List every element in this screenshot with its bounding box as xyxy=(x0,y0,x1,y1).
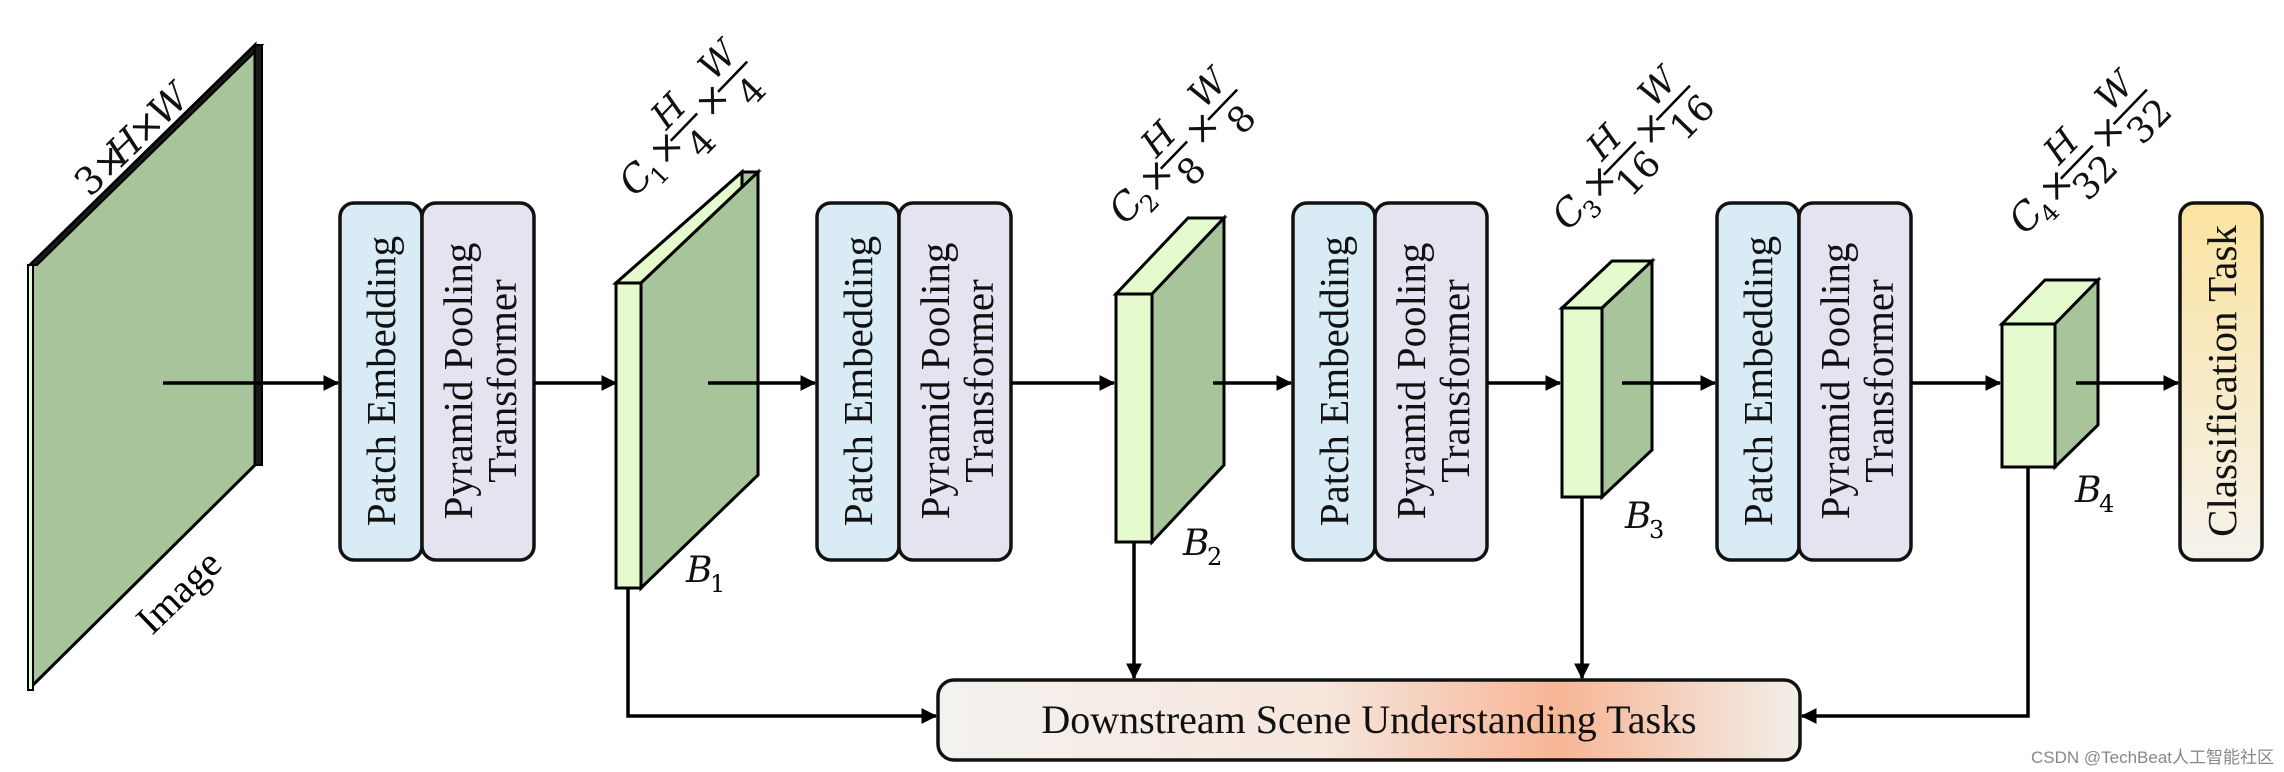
svg-text:4: 4 xyxy=(2099,490,2114,518)
b1-dims: C 1 × H 4 × W 4 xyxy=(610,31,775,204)
feature-block-b4 xyxy=(1998,276,2102,471)
patch-embedding-text-1: Patch Embedding xyxy=(358,236,404,526)
feature-block-b3 xyxy=(1558,257,1656,501)
svg-text:1: 1 xyxy=(710,570,725,598)
svg-text:B: B xyxy=(2074,470,2101,511)
patch-embedding-text-4: Patch Embedding xyxy=(1735,236,1781,526)
ppt-text-2a: Pyramid Pooling xyxy=(912,243,958,520)
ppt-text-1b: Transformer xyxy=(479,279,525,483)
svg-text:4: 4 xyxy=(729,70,774,115)
stage3-modules: Patch Embedding Pyramid Pooling Transfor… xyxy=(1291,201,1489,562)
svg-text:8: 8 xyxy=(1169,149,1214,194)
ppt-text-2b: Transformer xyxy=(956,279,1002,483)
arrow-b4-to-downstream xyxy=(1800,467,2030,724)
input-image xyxy=(27,41,265,692)
svg-text:B: B xyxy=(1624,496,1651,537)
classification-task-box xyxy=(2178,201,2264,562)
b4-label: B 4 xyxy=(2074,470,2114,518)
feature-block-b2 xyxy=(1112,214,1228,546)
svg-text:B: B xyxy=(685,550,712,591)
watermark-text: CSDN @TechBeat人工智能社区 xyxy=(2031,748,2274,767)
downstream-tasks-box xyxy=(936,678,1802,762)
stage2-modules: Patch Embedding Pyramid Pooling Transfor… xyxy=(815,201,1013,562)
b3-label: B 3 xyxy=(1624,496,1664,544)
ppt-text-3b: Transformer xyxy=(1432,279,1478,483)
svg-text:2: 2 xyxy=(1207,543,1222,571)
ppt-text-3a: Pyramid Pooling xyxy=(1388,243,1434,520)
b4-dims: C 4 × H 32 × W 32 xyxy=(2000,62,2181,242)
ppt-text-4b: Transformer xyxy=(1856,279,1902,483)
classification-task-text: Classification Task xyxy=(2199,225,2245,537)
svg-text:B: B xyxy=(1182,523,1209,564)
b3-dims: C 3 × H 16 × W 16 xyxy=(1543,58,1724,238)
svg-text:4: 4 xyxy=(679,121,724,166)
stage1-modules: Patch Embedding Pyramid Pooling Transfor… xyxy=(338,201,536,562)
arrow-b1-to-downstream xyxy=(626,588,938,724)
b2-label: B 2 xyxy=(1182,523,1222,571)
feature-block-b1 xyxy=(612,168,762,592)
svg-text:8: 8 xyxy=(1219,98,1264,143)
svg-text:3: 3 xyxy=(1649,516,1664,544)
patch-embedding-text-3: Patch Embedding xyxy=(1311,236,1357,526)
stage4-modules: Patch Embedding Pyramid Pooling Transfor… xyxy=(1715,201,1913,562)
patch-embedding-text-2: Patch Embedding xyxy=(835,236,881,526)
b1-label: B 1 xyxy=(685,550,725,598)
connection-arrows xyxy=(163,375,2180,724)
ppt-text-4a: Pyramid Pooling xyxy=(1812,243,1858,520)
b2-dims: C 2 × H 8 × W 8 xyxy=(1100,59,1265,232)
ppt-text-1a: Pyramid Pooling xyxy=(435,243,481,520)
downstream-tasks-text: Downstream Scene Understanding Tasks xyxy=(1041,697,1696,742)
